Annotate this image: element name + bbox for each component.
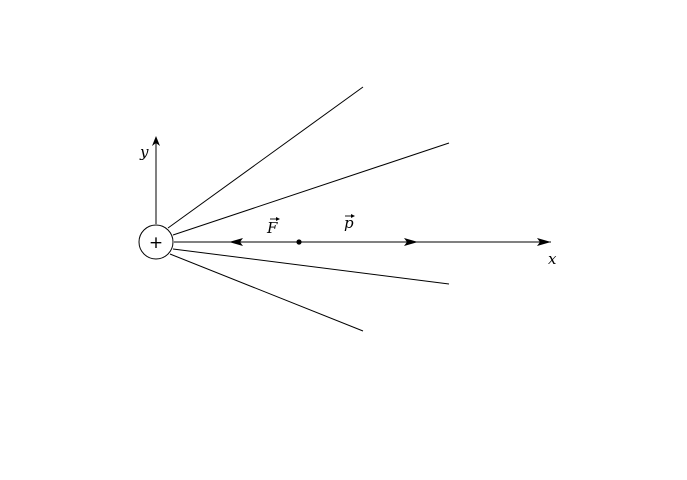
field-line-upper-shallow [172,142,450,236]
particle-dot [296,239,302,245]
x-axis-arrowhead [537,238,551,246]
force-vector-arrowhead [229,238,243,246]
charge-symbol: + [149,233,163,253]
momentum-vector-bar-tip [351,214,355,218]
y-axis-label: y [139,143,149,161]
momentum-label-group: p [344,214,355,232]
field-line-upper-steep [167,86,364,229]
positive-charge: + [138,224,174,260]
force-label-group: F [266,217,280,237]
momentum-vector-arrowhead [404,238,418,246]
x-axis-label: x [548,250,557,268]
force-label: F [266,219,278,237]
force-vector-bar-tip [276,217,280,221]
field-lines [167,86,450,332]
field-line-lower-steep [169,253,364,332]
momentum-label: p [344,214,354,232]
charge-circle [138,224,174,260]
field-line-lower-shallow [172,248,450,285]
